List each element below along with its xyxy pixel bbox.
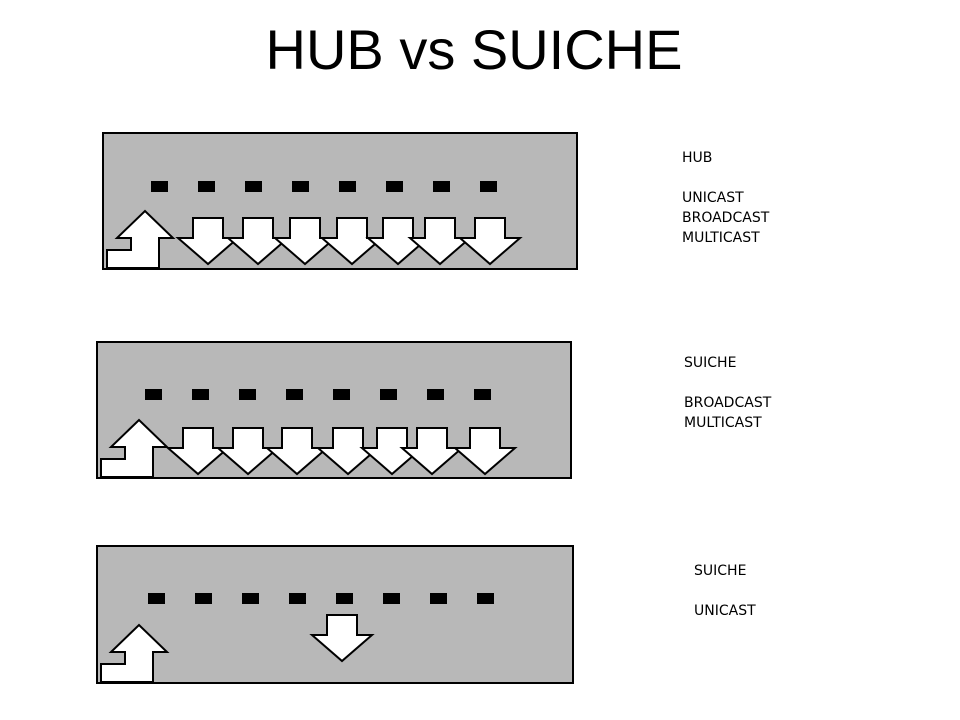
hub-heading: HUB <box>682 150 713 166</box>
switch-broadcast-panel <box>96 341 572 479</box>
switch-unicast-panel <box>96 545 574 684</box>
port-marker <box>245 181 262 192</box>
port-marker <box>195 593 212 604</box>
port-marker <box>339 181 356 192</box>
switch-mode-broadcast: BROADCAST <box>684 395 772 411</box>
outgoing-frame-arrow-icon <box>272 217 338 266</box>
port-marker <box>427 389 444 400</box>
switch-heading: SUICHE <box>694 563 747 579</box>
port-marker <box>383 593 400 604</box>
port-marker <box>433 181 450 192</box>
port-marker <box>477 593 494 604</box>
hub-panel <box>102 132 578 270</box>
outgoing-frame-arrow-icon <box>452 427 518 476</box>
switch-unicast-label-block: SUICHE UNICAST <box>694 561 756 621</box>
switch-mode-unicast: UNICAST <box>694 603 756 619</box>
switch-heading: SUICHE <box>684 355 737 371</box>
outgoing-frame-arrow-icon <box>215 427 281 476</box>
hub-label-block: HUB UNICAST BROADCAST MULTICAST <box>682 148 769 248</box>
outgoing-frame-arrow-icon <box>407 217 473 266</box>
port-marker <box>242 593 259 604</box>
port-marker <box>151 181 168 192</box>
outgoing-frame-arrow-icon <box>399 427 465 476</box>
port-marker <box>148 593 165 604</box>
slide-title: HUB vs SUICHE <box>265 18 683 81</box>
switch-mode-multicast: MULTICAST <box>684 415 762 431</box>
port-marker <box>198 181 215 192</box>
port-marker <box>474 389 491 400</box>
incoming-frame-arrow-icon <box>100 623 170 683</box>
outgoing-frame-arrow-icon <box>457 217 523 266</box>
port-marker <box>286 389 303 400</box>
outgoing-frame-arrow-icon <box>264 427 330 476</box>
outgoing-frame-arrow-icon <box>319 217 385 266</box>
port-marker <box>333 389 350 400</box>
port-marker <box>145 389 162 400</box>
hub-mode-unicast: UNICAST <box>682 190 744 206</box>
outgoing-frame-arrow-icon <box>315 427 381 476</box>
incoming-frame-arrow-icon <box>100 418 170 478</box>
hub-mode-broadcast: BROADCAST <box>682 210 770 226</box>
hub-mode-multicast: MULTICAST <box>682 230 760 246</box>
outgoing-frame-arrow-icon <box>175 217 241 266</box>
port-marker <box>192 389 209 400</box>
switch-broadcast-label-block: SUICHE BROADCAST MULTICAST <box>684 353 771 433</box>
incoming-frame-arrow-icon <box>106 209 176 269</box>
port-marker <box>386 181 403 192</box>
outgoing-frame-arrow-icon <box>309 614 375 663</box>
port-marker <box>292 181 309 192</box>
outgoing-frame-arrow-icon <box>225 217 291 266</box>
port-marker <box>336 593 353 604</box>
port-marker <box>289 593 306 604</box>
outgoing-frame-arrow-icon <box>165 427 231 476</box>
outgoing-frame-arrow-icon <box>359 427 425 476</box>
port-marker <box>480 181 497 192</box>
port-marker <box>239 389 256 400</box>
outgoing-frame-arrow-icon <box>365 217 431 266</box>
port-marker <box>380 389 397 400</box>
port-marker <box>430 593 447 604</box>
